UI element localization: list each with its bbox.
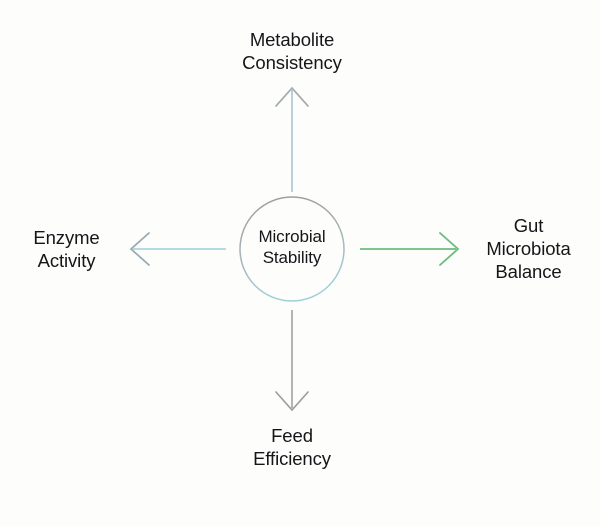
arrow-left-enzyme-activity [129,232,226,266]
arrow-up-metabolite-consistency [275,86,309,192]
arrow-down-head [275,391,309,412]
node-label-metabolite-consistency: Metabolite Consistency [242,29,342,73]
arrow-right-gut-microbiota-balance [360,232,460,266]
center-node-label: Microbial Stability [258,227,326,268]
arrow-left-head [129,232,150,266]
arrow-right-head [439,232,460,266]
node-label-enzyme-activity: Enzyme Activity [33,227,100,271]
node-label-feed-efficiency: Feed Efficiency [253,425,331,469]
center-node-circle [239,196,345,302]
node-label-gut-microbiota-balance: Gut Microbiota Balance [486,215,571,282]
arrow-down-feed-efficiency [275,310,309,412]
arrow-up-head [275,86,309,107]
